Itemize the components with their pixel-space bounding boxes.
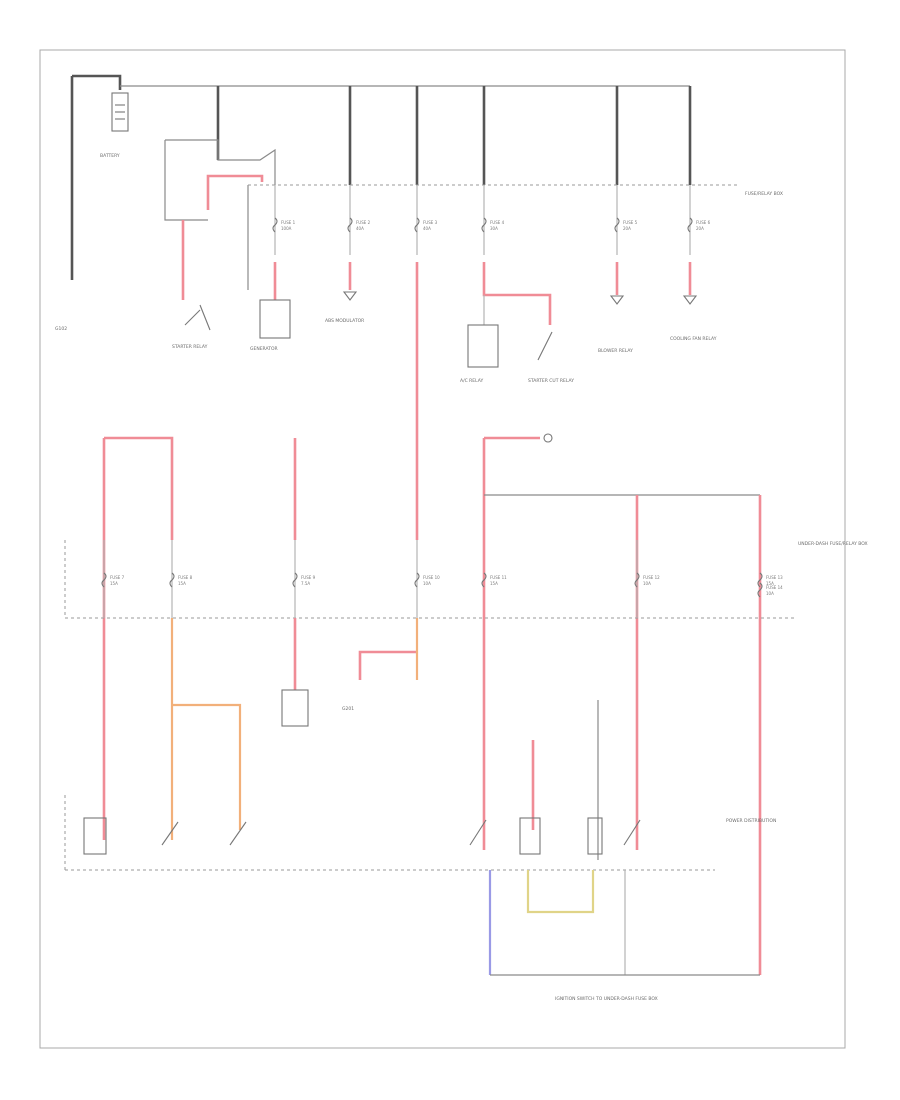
fuse-amps: 15A	[490, 581, 498, 586]
underhood-box-label: FUSE/RELAY BOX	[745, 191, 783, 197]
dash-box-label: UNDER-DASH FUSE/RELAY BOX	[798, 541, 868, 547]
fuse-amps: 40A	[423, 226, 431, 231]
bottom-harness	[488, 870, 760, 976]
fuse-label: FUSE 14	[766, 585, 783, 590]
fuse-amps: 100A	[281, 226, 292, 231]
fuse-f9: FUSE 97.5A	[292, 572, 316, 588]
fuse-amps: 10A	[766, 591, 774, 596]
fuse-amps: 40A	[356, 226, 364, 231]
connector-circle-icon	[543, 433, 553, 443]
fuse-amps: 10A	[643, 581, 651, 586]
connector-note: IGNITION SWITCH TO UNDER-DASH FUSE BOX	[555, 996, 658, 1002]
diagram-frame	[39, 49, 846, 1049]
fuse-amps: 20A	[623, 226, 631, 231]
top-fuse-row	[259, 185, 698, 540]
lower-middle-wiring	[170, 618, 599, 860]
middle-wiring	[102, 436, 762, 975]
abs-label: ABS MODULATOR	[325, 318, 364, 324]
fuse-label: FUSE 2	[356, 220, 371, 225]
fuse-amps: 15A	[766, 581, 774, 586]
fuse-label: FUSE 12	[643, 575, 660, 580]
fuse-label: FUSE 7	[110, 575, 125, 580]
fuse-amps: 20A	[696, 226, 704, 231]
fuse-label: FUSE 8	[178, 575, 193, 580]
fuse-label: FUSE 11	[490, 575, 507, 580]
ac-relay-label: A/C RELAY	[460, 378, 483, 384]
ground-mid-label: G201	[342, 706, 354, 712]
power-distribution-label: POWER DISTRIBUTION	[726, 818, 776, 824]
fuse-amps: 7.5A	[301, 581, 310, 586]
battery-label: BATTERY	[100, 153, 120, 159]
fuse-amps: 10A	[423, 581, 431, 586]
generator-label: GENERATOR	[250, 346, 278, 352]
starter-cut-label: STARTER CUT RELAY	[528, 378, 574, 384]
fuse-label: FUSE 5	[623, 220, 638, 225]
blower-relay-label: BLOWER RELAY	[598, 348, 633, 354]
fuse-label: FUSE 1	[281, 220, 296, 225]
fuse-amps: 15A	[110, 581, 118, 586]
fuse-amps: 15A	[178, 581, 186, 586]
starter-relay-label: STARTER RELAY	[172, 344, 208, 350]
cooling-fan-label: COOLING FAN RELAY	[670, 336, 717, 342]
ground-left-label: G102	[55, 326, 67, 332]
battery-icon	[111, 92, 129, 132]
bottom-switches	[83, 817, 641, 855]
starter-relay-wiring	[164, 139, 276, 300]
fuse-label: FUSE 4	[490, 220, 505, 225]
starter-relay-switch-icon	[184, 304, 211, 331]
fuse-label: FUSE 10	[423, 575, 440, 580]
battery-bus	[70, 74, 692, 280]
fuse-label: FUSE 3	[423, 220, 438, 225]
fuse-amps: 30A	[490, 226, 498, 231]
fuse-label: FUSE 9	[301, 575, 316, 580]
middle-fuse-row	[103, 540, 638, 618]
fuse-label: FUSE 6	[696, 220, 711, 225]
fuse-label: FUSE 13	[766, 575, 783, 580]
